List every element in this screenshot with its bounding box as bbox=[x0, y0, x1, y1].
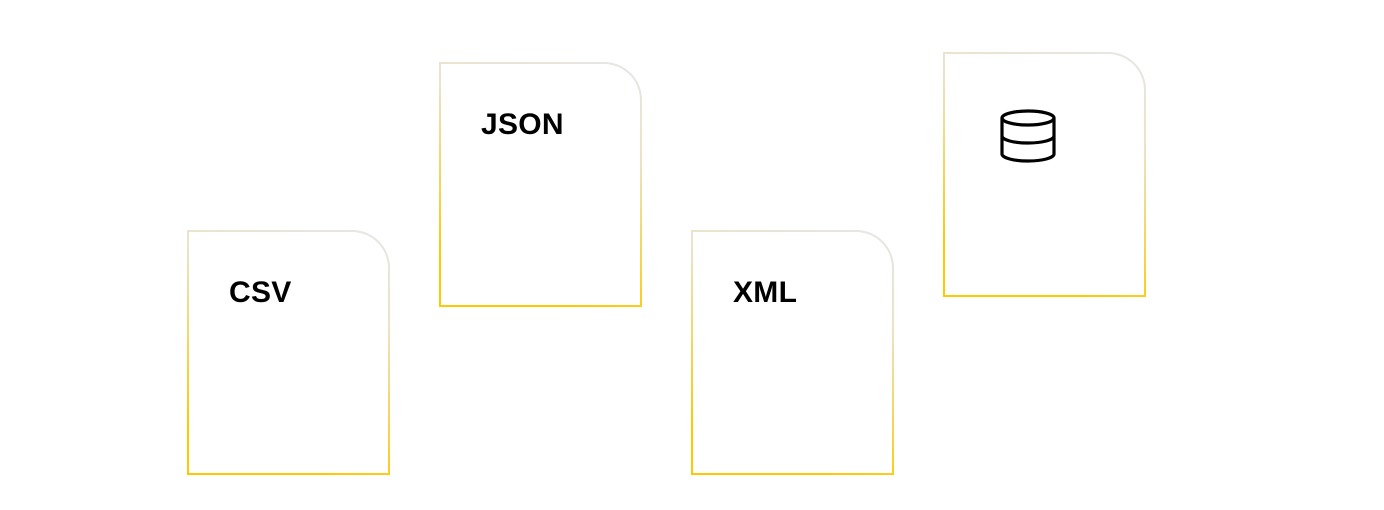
format-card-database[interactable] bbox=[943, 52, 1146, 297]
card-label: XML bbox=[733, 276, 798, 309]
format-card-csv[interactable]: CSV bbox=[187, 230, 390, 475]
card-label: CSV bbox=[229, 276, 292, 309]
database-icon bbox=[1000, 109, 1056, 163]
card-label: JSON bbox=[481, 108, 564, 141]
format-card-xml[interactable]: XML bbox=[691, 230, 894, 475]
format-card-json[interactable]: JSON bbox=[439, 62, 642, 307]
